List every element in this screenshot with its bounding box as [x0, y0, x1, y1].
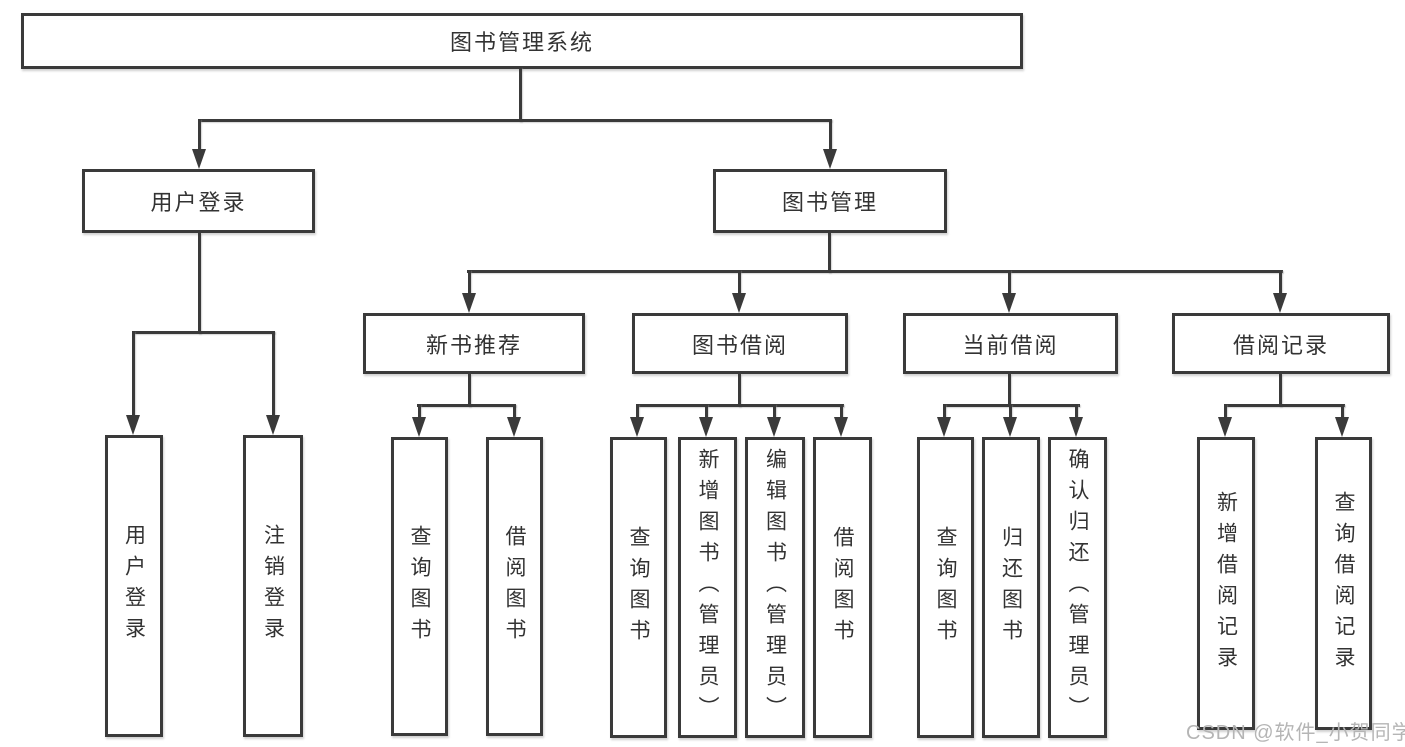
node-root-label: 图书管理系统 — [449, 30, 594, 55]
connector-line — [1224, 404, 1227, 417]
arrowhead-down-icon — [1002, 293, 1016, 313]
node-book-management: 图书管理 — [713, 169, 947, 233]
leaf-add-borrow-record: 新增借阅记录 — [1197, 437, 1255, 730]
connector-line — [132, 331, 135, 415]
leaf-edit-books-admin-label: 编辑图书（管理员） — [763, 448, 787, 727]
connector-line — [829, 119, 832, 151]
leaf-return-books: 归还图书 — [982, 437, 1040, 738]
arrowhead-down-icon — [699, 417, 713, 437]
connector-line — [636, 404, 639, 417]
leaf-query-books-current: 查询图书 — [917, 437, 974, 738]
leaf-add-borrow-record-label: 新增借阅记录 — [1214, 490, 1238, 677]
node-book-borrow: 图书借阅 — [632, 313, 848, 374]
connector-line — [468, 374, 471, 407]
connector-line — [513, 404, 516, 417]
arrowhead-down-icon — [834, 417, 848, 437]
connector-line — [738, 374, 741, 407]
leaf-logout: 注销登录 — [243, 435, 303, 737]
leaf-query-borrow-record-label: 查询借阅记录 — [1332, 490, 1355, 677]
connector-line — [132, 331, 275, 334]
connector-line — [1009, 404, 1012, 417]
arrowhead-down-icon — [823, 149, 837, 169]
arrowhead-down-icon — [1069, 417, 1083, 437]
leaf-borrow-books-recommend: 借阅图书 — [486, 437, 543, 736]
arrowhead-down-icon — [1335, 417, 1349, 437]
connector-line — [468, 270, 471, 293]
leaf-query-books-current-label: 查询图书 — [934, 525, 957, 650]
connector-line — [198, 119, 201, 151]
connector-line — [705, 404, 708, 417]
connector-line — [1279, 374, 1282, 407]
leaf-edit-books-admin: 编辑图书（管理员） — [745, 437, 805, 738]
node-borrow-record: 借阅记录 — [1172, 313, 1390, 374]
connector-line — [519, 67, 522, 122]
connector-line — [1279, 270, 1282, 293]
node-book-borrow-label: 图书借阅 — [691, 332, 788, 358]
connector-line — [738, 270, 741, 293]
arrowhead-down-icon — [1273, 293, 1287, 313]
connector-line — [773, 404, 776, 417]
connector-line — [418, 404, 421, 417]
connector-line — [417, 404, 516, 407]
node-book-management-label: 图书管理 — [781, 190, 878, 215]
leaf-query-books-recommend: 查询图书 — [391, 437, 448, 736]
node-user-login: 用户登录 — [82, 169, 315, 233]
leaf-query-books-borrow: 查询图书 — [610, 437, 667, 738]
node-user-login-label: 用户登录 — [150, 190, 247, 215]
connector-line — [198, 119, 832, 122]
connector-line — [636, 404, 844, 407]
connector-line — [198, 233, 201, 334]
leaf-user-login: 用户登录 — [105, 435, 163, 737]
node-current-borrow-label: 当前借阅 — [962, 332, 1059, 358]
node-borrow-record-label: 借阅记录 — [1232, 332, 1329, 358]
arrowhead-down-icon — [937, 417, 951, 437]
leaf-borrow-books: 借阅图书 — [813, 437, 872, 738]
arrowhead-down-icon — [462, 293, 476, 313]
connector-line — [1008, 374, 1011, 407]
node-root-system: 图书管理系统 — [21, 13, 1023, 69]
connector-line — [828, 233, 831, 273]
connector-line — [1224, 404, 1345, 407]
leaf-logout-label: 注销登录 — [261, 524, 285, 648]
arrowhead-down-icon — [1003, 417, 1017, 437]
node-current-borrow: 当前借阅 — [903, 313, 1118, 374]
leaf-query-books-recommend-label: 查询图书 — [408, 524, 431, 649]
arrowhead-down-icon — [192, 149, 206, 169]
connector-line — [467, 270, 1283, 273]
csdn-watermark: CSDN @软件_小贺同学 — [1186, 722, 1405, 744]
leaf-query-borrow-record: 查询借阅记录 — [1315, 437, 1372, 730]
arrowhead-down-icon — [767, 417, 781, 437]
leaf-borrow-books-recommend-label: 借阅图书 — [503, 524, 526, 649]
node-new-book-recommend: 新书推荐 — [363, 313, 585, 374]
connector-line — [1008, 270, 1011, 293]
arrowhead-down-icon — [630, 417, 644, 437]
leaf-add-books-admin: 新增图书（管理员） — [678, 437, 737, 738]
leaf-borrow-books-label: 借阅图书 — [831, 525, 854, 650]
arrowhead-down-icon — [507, 417, 521, 437]
node-new-book-recommend-label: 新书推荐 — [425, 332, 522, 358]
connector-line — [1341, 404, 1344, 417]
leaf-add-books-admin-label: 新增图书（管理员） — [696, 448, 719, 727]
connector-line — [272, 331, 275, 415]
connector-line — [840, 404, 843, 417]
leaf-confirm-return-admin-label: 确认归还（管理员） — [1066, 448, 1089, 727]
leaf-confirm-return-admin: 确认归还（管理员） — [1048, 437, 1107, 738]
arrowhead-down-icon — [1218, 417, 1232, 437]
leaf-user-login-label: 用户登录 — [122, 524, 146, 648]
leaf-query-books-borrow-label: 查询图书 — [627, 525, 650, 650]
connector-line — [1075, 404, 1078, 417]
arrowhead-down-icon — [266, 415, 280, 435]
arrowhead-down-icon — [126, 415, 140, 435]
arrowhead-down-icon — [412, 417, 426, 437]
leaf-return-books-label: 归还图书 — [999, 525, 1023, 650]
connector-line — [943, 404, 946, 417]
arrowhead-down-icon — [732, 293, 746, 313]
